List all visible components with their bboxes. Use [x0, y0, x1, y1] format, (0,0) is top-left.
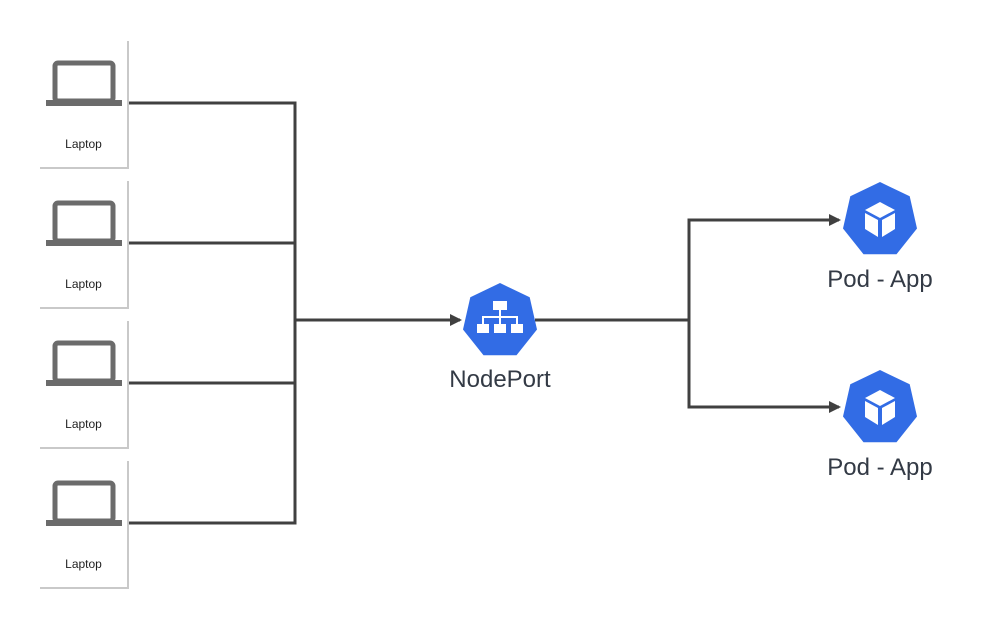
client-laptop-4: Laptop	[40, 461, 129, 589]
client-laptop-1: Laptop	[40, 41, 129, 169]
nodeport-label: NodePort	[449, 366, 551, 393]
client-label: Laptop	[65, 137, 102, 151]
client-label: Laptop	[65, 417, 102, 431]
pod-label: Pod - App	[827, 454, 933, 481]
laptop-icon	[46, 340, 122, 386]
service-network-icon	[463, 283, 537, 356]
client-laptop-3: Laptop	[40, 321, 129, 449]
client-label: Laptop	[65, 277, 102, 291]
laptop-icon	[46, 200, 122, 246]
client-label: Laptop	[65, 557, 102, 571]
pod-cube-icon	[843, 370, 917, 443]
laptop-icon	[46, 480, 122, 526]
pod-label: Pod - App	[827, 266, 933, 293]
laptop-icon	[46, 60, 122, 106]
pod-cube-icon	[843, 182, 917, 255]
client-laptop-2: Laptop	[40, 181, 129, 309]
